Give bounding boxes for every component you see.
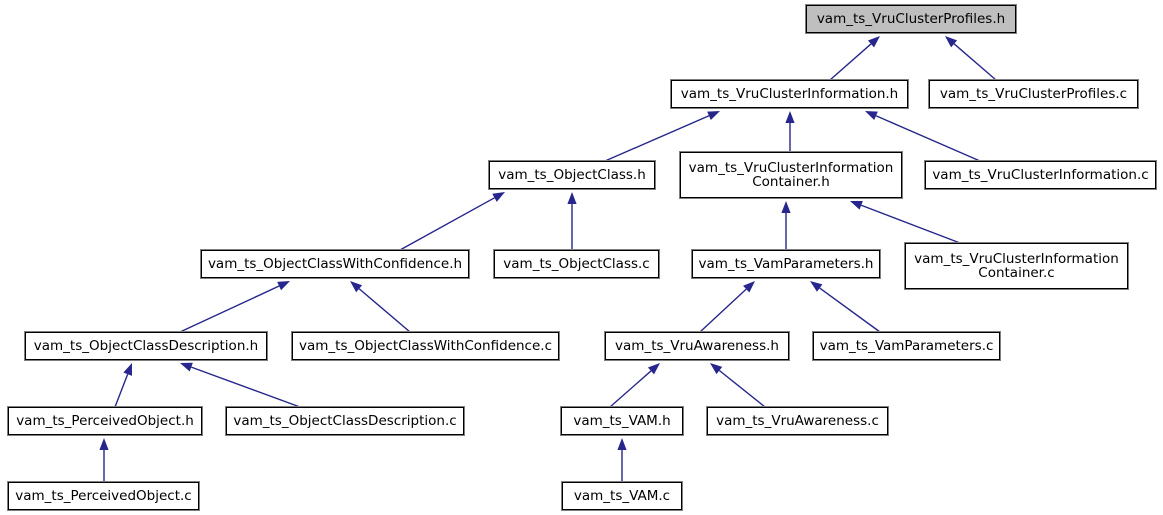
graph-node-vam_ts_vruclusterinformation.h[interactable]: vam_ts_VruClusterInformation.h xyxy=(670,79,909,109)
edge-line xyxy=(819,287,881,333)
dependency-edge xyxy=(180,362,301,408)
edge-arrowhead-icon xyxy=(785,111,795,123)
edge-line xyxy=(875,115,981,162)
edge-arrowhead-icon xyxy=(945,36,958,48)
graph-node-vam_ts_objectclass.c[interactable]: vam_ts_ObjectClass.c xyxy=(493,249,660,279)
edge-arrowhead-icon xyxy=(350,281,363,293)
edge-line xyxy=(953,43,997,81)
edge-arrowhead-icon xyxy=(850,200,863,210)
edge-line xyxy=(699,288,747,333)
dependency-edge xyxy=(604,111,720,162)
graph-node-vam_ts_objectclass.h[interactable]: vam_ts_ObjectClass.h xyxy=(488,160,656,190)
graph-node-vam_ts_vamparameters.h[interactable]: vam_ts_VamParameters.h xyxy=(691,249,881,279)
graph-node-label: vam_ts_VruAwareness.c xyxy=(716,413,879,429)
edge-arrowhead-icon xyxy=(867,36,880,48)
graph-node-vam_ts_vruclusterinformation-container.h[interactable]: vam_ts_VruClusterInformation Container.h xyxy=(679,151,903,199)
dependency-edge xyxy=(609,363,660,408)
graph-node-vam_ts_objectclasswithconfidence.c[interactable]: vam_ts_ObjectClassWithConfidence.c xyxy=(291,331,560,361)
edge-line xyxy=(718,369,766,408)
graph-node-label: vam_ts_VamParameters.h xyxy=(698,256,874,272)
graph-node-label: vam_ts_ObjectClassDescription.h xyxy=(33,338,259,354)
graph-node-vam_ts_objectclassdescription.c[interactable]: vam_ts_ObjectClassDescription.c xyxy=(225,406,465,436)
dependency-edge xyxy=(829,36,880,81)
graph-node-label: vam_ts_VruClusterProfiles.h xyxy=(816,11,1006,27)
edge-arrowhead-icon xyxy=(810,281,823,292)
graph-node-vam_ts_vruclusterprofiles.c[interactable]: vam_ts_VruClusterProfiles.c xyxy=(928,79,1139,109)
edge-line xyxy=(860,204,961,244)
dependency-edge xyxy=(350,281,411,333)
dependency-edge xyxy=(710,363,766,408)
edge-arrowhead-icon xyxy=(277,281,290,291)
dependency-edge xyxy=(865,111,981,162)
edge-line xyxy=(604,115,710,162)
edge-line xyxy=(179,285,280,333)
graph-node-label: vam_ts_VruClusterInformation.h xyxy=(680,86,899,102)
dependency-edge xyxy=(617,438,627,482)
dependency-edge xyxy=(699,281,755,333)
edge-line xyxy=(358,288,411,333)
edge-line xyxy=(114,373,129,408)
graph-node-vam_ts_perceivedobject.h[interactable]: vam_ts_PerceivedObject.h xyxy=(7,406,203,436)
graph-node-vam_ts_vruawareness.c[interactable]: vam_ts_VruAwareness.c xyxy=(706,406,889,436)
graph-node-vam_ts_objectclasswithconfidence.h[interactable]: vam_ts_ObjectClassWithConfidence.h xyxy=(200,249,470,279)
graph-node-vam_ts_perceivedobject.c[interactable]: vam_ts_PerceivedObject.c xyxy=(7,481,200,511)
edge-arrowhead-icon xyxy=(707,111,720,121)
edge-arrowhead-icon xyxy=(99,438,109,450)
edge-arrowhead-icon xyxy=(123,363,132,376)
graph-node-label: vam_ts_VruClusterInformation.c xyxy=(932,167,1149,183)
graph-node-label: vam_ts_VruClusterInformation Container.h xyxy=(688,160,894,190)
dependency-edge xyxy=(781,201,791,250)
graph-node-label: vam_ts_PerceivedObject.h xyxy=(16,413,194,429)
edge-arrowhead-icon xyxy=(647,363,660,375)
edge-arrowhead-icon xyxy=(710,363,723,375)
edge-arrowhead-icon xyxy=(492,192,505,202)
graph-node-label: vam_ts_ObjectClass.h xyxy=(498,167,646,183)
dependency-edge xyxy=(114,363,132,408)
graph-node-vam_ts_vruawareness.h[interactable]: vam_ts_VruAwareness.h xyxy=(604,331,790,361)
edge-arrowhead-icon xyxy=(617,438,627,450)
dependency-edge xyxy=(850,200,961,244)
dependency-edge xyxy=(179,281,290,333)
graph-node-label: vam_ts_VAM.h xyxy=(573,413,671,429)
graph-node-label: vam_ts_VAM.c xyxy=(573,488,671,504)
graph-node-label: vam_ts_VruClusterProfiles.c xyxy=(939,86,1128,102)
edge-arrowhead-icon xyxy=(781,201,791,213)
edge-arrowhead-icon xyxy=(865,111,878,121)
graph-node-vam_ts_vruclusterinformation-container.c[interactable]: vam_ts_VruClusterInformation Container.c xyxy=(904,242,1129,290)
graph-node-vam_ts_vam.c[interactable]: vam_ts_VAM.c xyxy=(561,481,683,511)
edge-arrowhead-icon xyxy=(567,192,577,204)
graph-node-vam_ts_objectclassdescription.h[interactable]: vam_ts_ObjectClassDescription.h xyxy=(24,331,268,361)
edge-line xyxy=(399,197,495,251)
graph-node-vam_ts_vruclusterinformation.c[interactable]: vam_ts_VruClusterInformation.c xyxy=(924,160,1157,190)
dependency-edge xyxy=(785,111,795,152)
graph-node-label: vam_ts_ObjectClassDescription.c xyxy=(233,413,457,429)
graph-node-vam_ts_vruclusterprofiles.h[interactable]: vam_ts_VruClusterProfiles.h xyxy=(805,4,1017,34)
dependency-edge xyxy=(810,281,881,333)
graph-node-label: vam_ts_VamParameters.c xyxy=(819,338,994,354)
graph-node-label: vam_ts_ObjectClassWithConfidence.c xyxy=(299,338,552,354)
dependency-edge xyxy=(567,192,577,250)
edge-arrowhead-icon xyxy=(743,281,755,293)
edge-arrowhead-icon xyxy=(180,362,193,372)
dependency-edge xyxy=(945,36,997,81)
graph-node-label: vam_ts_VruClusterInformation Container.c xyxy=(914,251,1119,281)
graph-node-label: vam_ts_ObjectClassWithConfidence.h xyxy=(207,256,463,272)
graph-node-label: vam_ts_VruAwareness.h xyxy=(615,338,779,354)
graph-node-label: vam_ts_PerceivedObject.c xyxy=(15,488,192,504)
graph-node-vam_ts_vam.h[interactable]: vam_ts_VAM.h xyxy=(560,406,684,436)
graph-node-vam_ts_vamparameters.c[interactable]: vam_ts_VamParameters.c xyxy=(812,331,1001,361)
graph-node-label: vam_ts_ObjectClass.c xyxy=(503,256,650,272)
edge-line xyxy=(609,370,652,408)
dependency-edge xyxy=(399,192,505,251)
edge-line xyxy=(191,366,301,408)
edge-line xyxy=(829,43,872,81)
dependency-edge xyxy=(99,438,109,482)
